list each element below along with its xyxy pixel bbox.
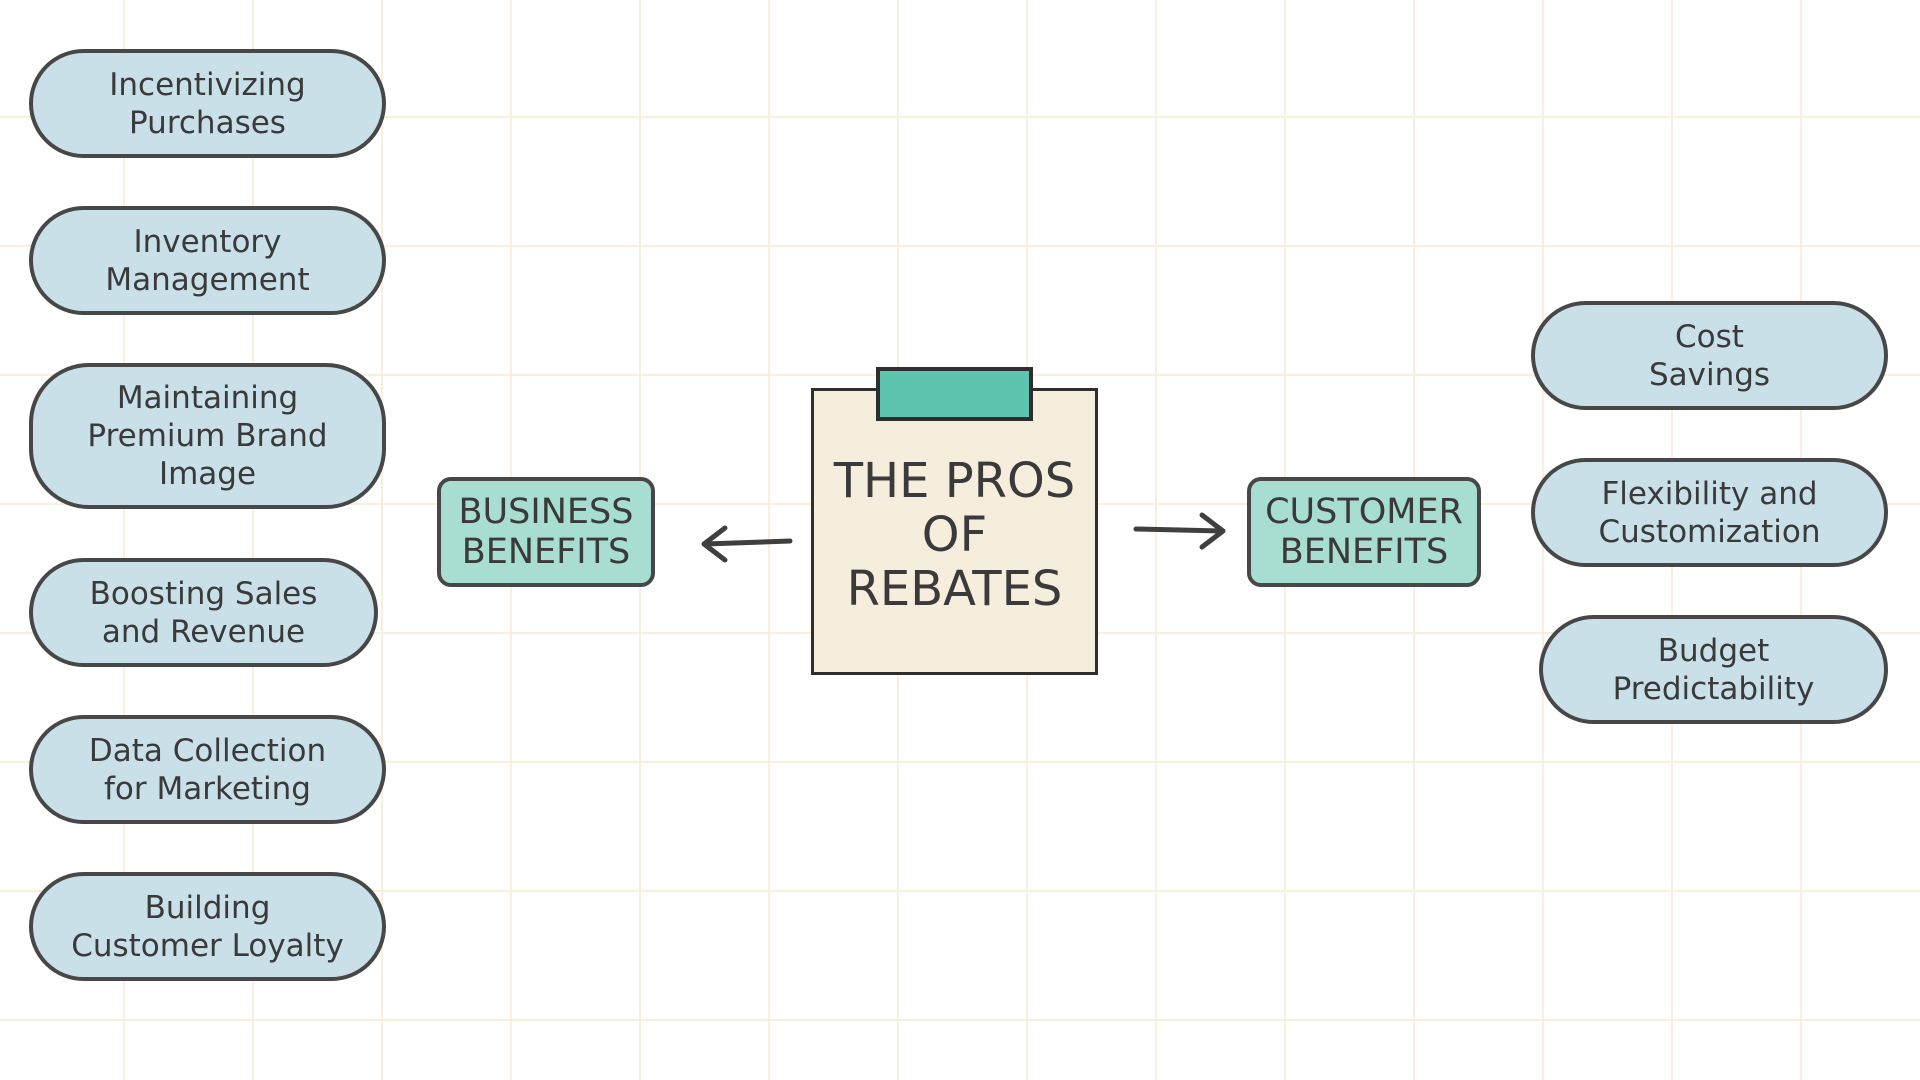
business-benefits-box: BUSINESS BENEFITS <box>437 477 655 587</box>
arrow-to-business-benefits <box>701 525 793 563</box>
central-topic-note: THE PROS OF REBATES <box>811 388 1098 675</box>
business-benefit-premium-brand-image: Maintaining Premium Brand Image <box>29 363 386 509</box>
customer-benefits-box: CUSTOMER BENEFITS <box>1247 477 1481 587</box>
customer-benefit-flexibility: Flexibility and Customization <box>1531 458 1888 567</box>
note-clip <box>876 367 1033 421</box>
arrow-to-customer-benefits <box>1133 512 1226 550</box>
business-benefit-data-collection: Data Collection for Marketing <box>29 715 386 824</box>
customer-benefit-cost-savings: Cost Savings <box>1531 301 1888 410</box>
business-benefit-incentivizing-purchases: Incentivizing Purchases <box>29 49 386 158</box>
business-benefit-boosting-sales: Boosting Sales and Revenue <box>29 558 378 667</box>
business-benefit-customer-loyalty: Building Customer Loyalty <box>29 872 386 981</box>
business-benefit-inventory-management: Inventory Management <box>29 206 386 315</box>
customer-benefit-budget-predictability: Budget Predictability <box>1539 615 1888 724</box>
